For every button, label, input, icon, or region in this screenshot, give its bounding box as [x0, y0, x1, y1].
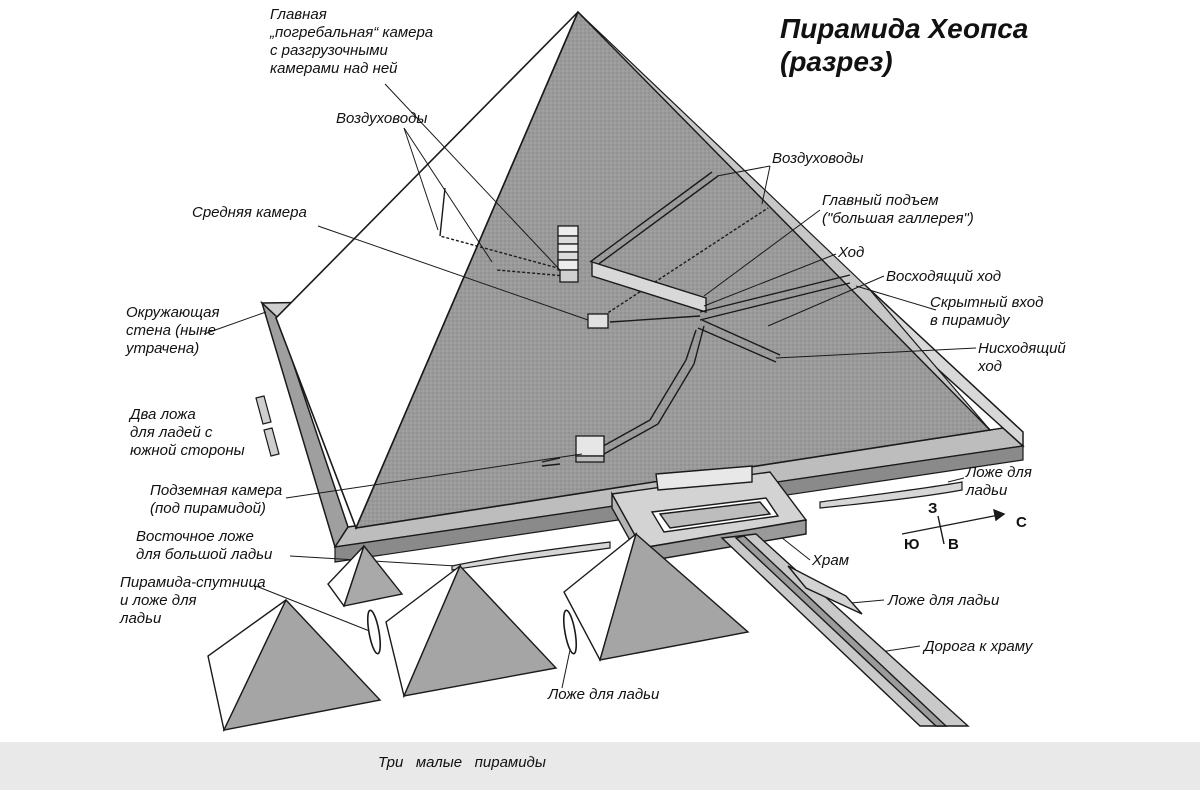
label-line: ход: [978, 358, 1002, 375]
label-line: южной стороны: [130, 442, 245, 459]
label-line: в пирамиду: [930, 312, 1010, 329]
label-line: Ложе для ладьи: [888, 592, 1000, 609]
label-boat-pit-right: Ложе для ладьи: [966, 464, 1032, 500]
label-line: ладьи: [966, 482, 1008, 499]
label-line: Три малые пирамиды: [378, 754, 546, 771]
south-boat-pits: [255, 395, 280, 457]
label-main-chamber: Главная „погребальная“ камера с разгрузо…: [270, 6, 433, 78]
label-enclosure-wall: Окружающая стена (ныне утрачена): [126, 304, 220, 358]
label-main-ascent: Главный подъем ("большая галлерея"): [822, 192, 974, 228]
compass-east: В: [948, 536, 959, 553]
pyramid-diagram: Пирамида Хеопса (разрез) Главная „погреб…: [0, 0, 1200, 771]
label-line: Воздуховоды: [772, 150, 864, 167]
label-line: „погребальная“ камера: [270, 24, 434, 41]
label-line: утрачена): [126, 340, 200, 357]
label-line: Пирамида-спутница: [120, 574, 266, 591]
compass-west: З: [928, 500, 938, 517]
label-line: Средняя камера: [192, 204, 307, 221]
diagram-title: Пирамида Хеопса (разрез): [780, 12, 1028, 78]
label-line: (под пирамидой): [150, 500, 266, 517]
label-line: Главный подъем: [822, 192, 939, 209]
middle-chamber: [587, 313, 609, 329]
label-east-boat-pit: Восточное ложе для большой ладьи: [136, 528, 272, 564]
leader-lines: [203, 83, 977, 689]
label-line: Подземная камера: [150, 482, 283, 499]
queen-pyramid-2: [385, 563, 558, 699]
label-underground-chamber: Подземная камера (под пирамидой): [150, 482, 282, 518]
title-line-2: (разрез): [780, 46, 893, 77]
label-line: Ложе для ладьи: [548, 686, 660, 703]
label-middle-chamber: Средняя камера: [192, 204, 307, 222]
label-line: Воздуховоды: [336, 110, 428, 127]
label-line: Ход: [838, 244, 865, 261]
causeway-road: [720, 533, 970, 727]
compass-rose: [901, 508, 1006, 545]
underground-chamber: [575, 435, 605, 463]
internal-passages: [439, 171, 851, 467]
label-hidden-entrance: Скрытный вход в пирамиду: [930, 294, 1043, 330]
label-line: Нисходящий: [978, 340, 1066, 357]
right-boat-pit: [819, 481, 963, 509]
label-line: ("большая галлерея"): [822, 210, 974, 227]
label-satellite-pyramid: Пирамида-спутница и ложе для ладьи: [120, 574, 266, 628]
label-line: Ложе для: [966, 464, 1032, 481]
kings-chamber: [557, 225, 579, 283]
east-boat-pit: [451, 541, 611, 571]
label-line: Восточное ложе: [136, 528, 254, 545]
small-boat-pits: [366, 609, 578, 655]
label-line: для большой ладьи: [136, 546, 273, 563]
compass-south: Ю: [904, 536, 920, 553]
label-ascending-passage: Восходящий ход: [886, 268, 1001, 286]
label-boat-pit-road: Ложе для ладьи: [888, 592, 999, 610]
label-line: для ладей с: [130, 424, 213, 441]
label-temple: Храм: [812, 552, 849, 570]
compass-north: С: [1016, 514, 1027, 531]
title-line-1: Пирамида Хеопса: [780, 13, 1029, 44]
label-south-boat-pits: Два ложа для ладей с южной стороны: [130, 406, 245, 460]
label-air-shafts-right: Воздуховоды: [772, 150, 863, 168]
label-line: камерами над ней: [270, 60, 398, 77]
queen-pyramid-3: [563, 532, 750, 662]
pyramid-illustration: [203, 10, 1025, 733]
label-line: Главная: [270, 6, 327, 23]
mortuary-temple: [610, 465, 808, 565]
label-boat-pit-bottom: Ложе для ладьи: [548, 686, 659, 704]
label-line: Храм: [812, 552, 849, 569]
label-passage: Ход: [838, 244, 864, 262]
label-line: Скрытный вход: [930, 294, 1044, 311]
label-descending-passage: Нисходящий ход: [978, 340, 1066, 376]
label-line: и ложе для: [120, 592, 197, 609]
label-line: стена (ныне: [126, 322, 216, 339]
label-line: Два ложа: [130, 406, 196, 423]
label-causeway: Дорога к храму: [924, 638, 1032, 656]
satellite-pyramid: [327, 544, 404, 608]
queen-pyramid-1: [207, 598, 382, 733]
label-line: ладьи: [120, 610, 162, 627]
label-line: Восходящий ход: [886, 268, 1002, 285]
label-air-shafts-left: Воздуховоды: [336, 110, 427, 128]
label-line: Дорога к храму: [924, 638, 1033, 655]
label-line: с разгрузочными: [270, 42, 388, 59]
label-three-small-pyramids: Три малые пирамиды: [378, 718, 546, 790]
label-line: Окружающая: [126, 304, 220, 321]
